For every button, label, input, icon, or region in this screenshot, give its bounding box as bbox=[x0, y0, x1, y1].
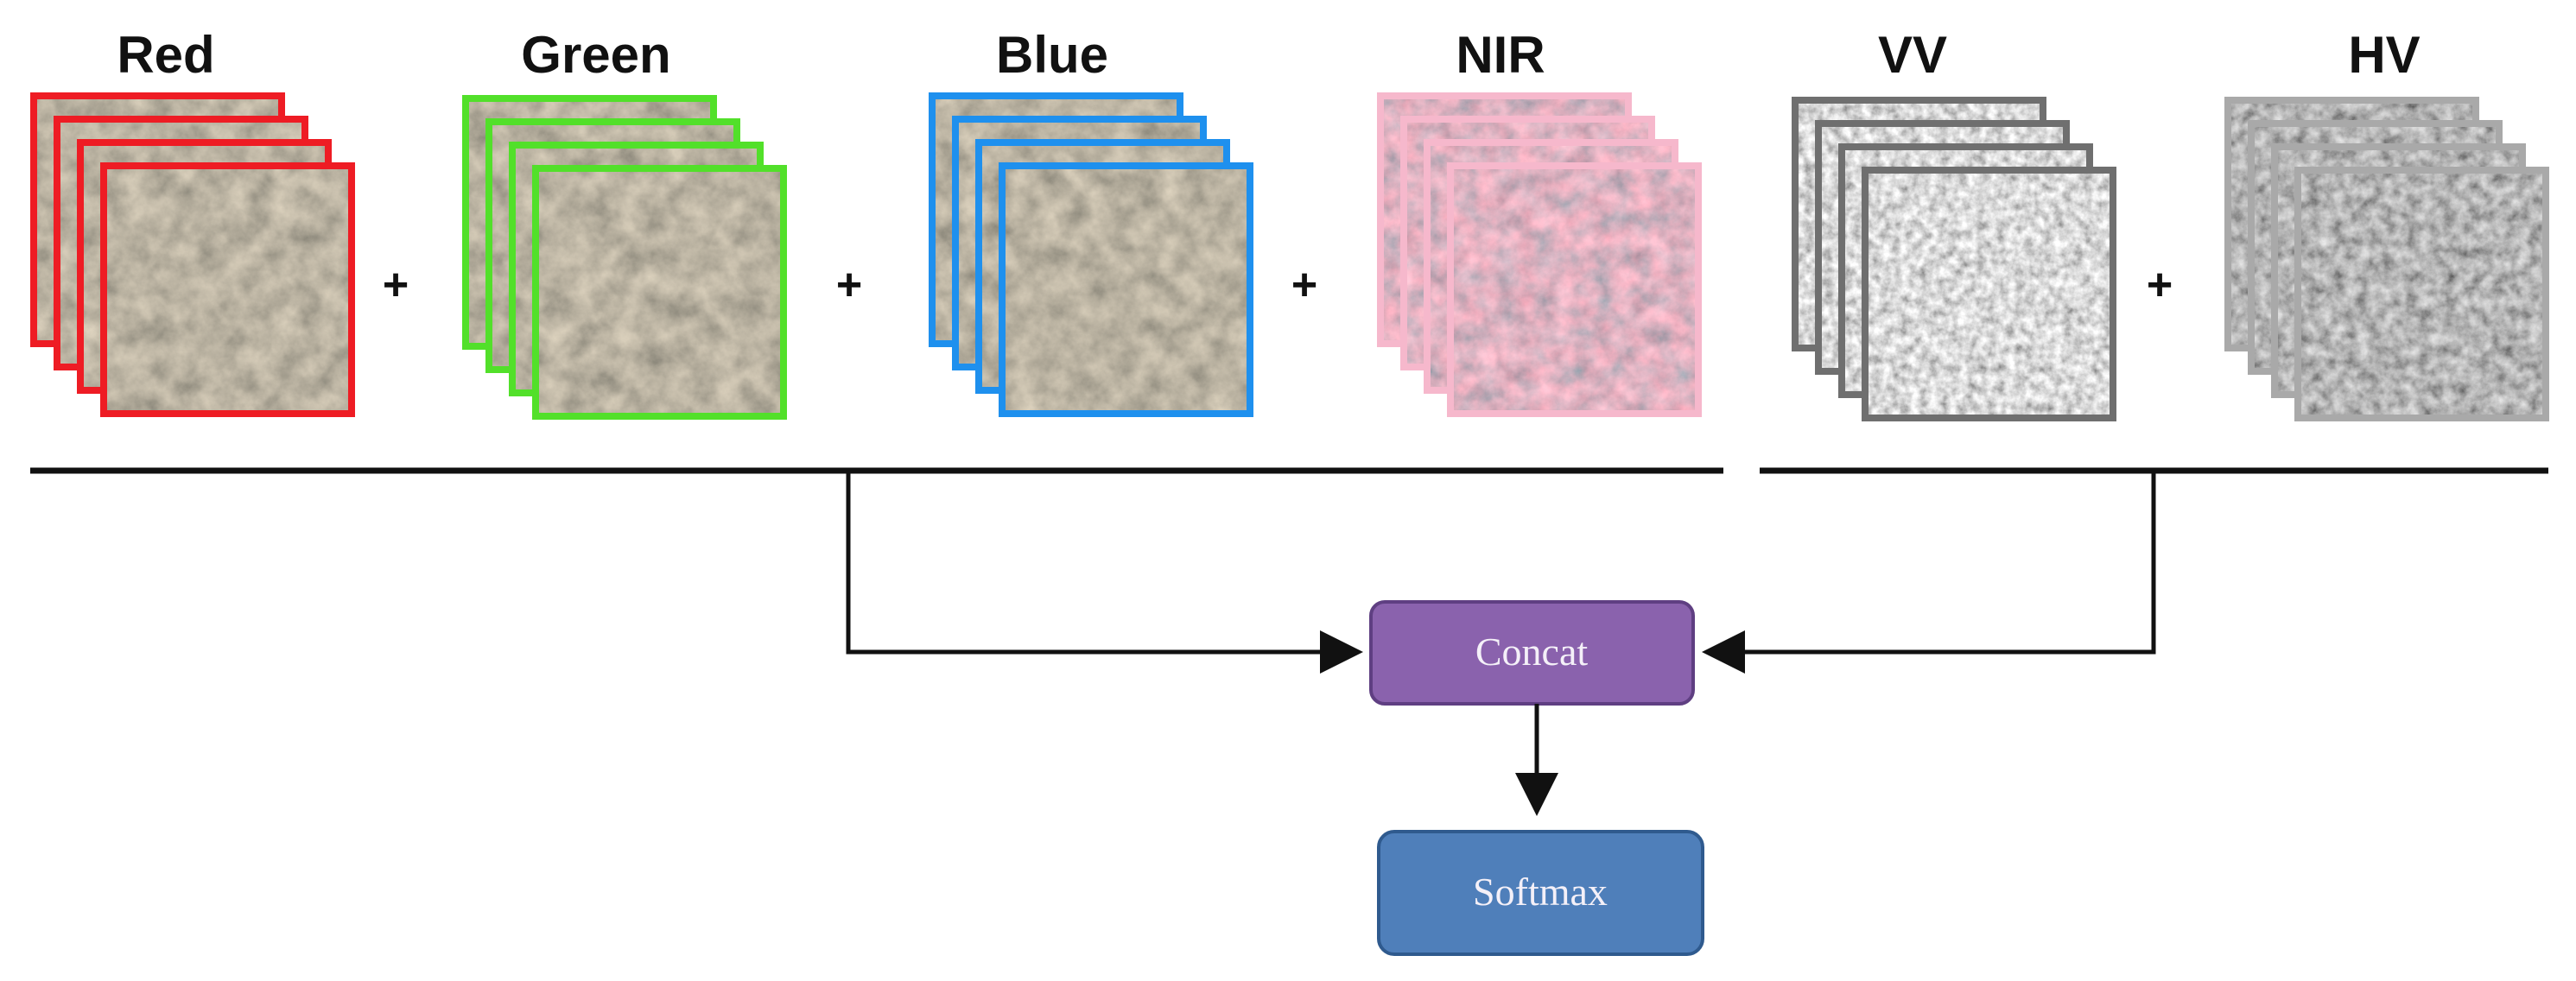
band-label-blue: Blue bbox=[996, 26, 1108, 84]
softmax-label: Softmax bbox=[1473, 870, 1608, 914]
softmax-node: Softmax bbox=[1377, 830, 1704, 956]
plus-sign: + bbox=[836, 260, 862, 310]
band-image-layer bbox=[107, 169, 348, 410]
concat-node: Concat bbox=[1369, 600, 1695, 706]
band-image-layer bbox=[1006, 169, 1247, 410]
band-label-nir: NIR bbox=[1456, 26, 1545, 84]
band-label-vv: VV bbox=[1878, 26, 1947, 84]
band-stack-vv bbox=[1792, 97, 2116, 421]
optical-to-concat-arrow bbox=[846, 471, 1363, 674]
band-stack-nir bbox=[1377, 92, 1702, 417]
sar-to-concat-arrow bbox=[1702, 471, 2156, 674]
band-label-red: Red bbox=[117, 26, 214, 84]
concat-label: Concat bbox=[1475, 630, 1589, 674]
band-stack-red bbox=[30, 92, 355, 417]
plus-sign: + bbox=[383, 260, 409, 310]
band-label-hv: HV bbox=[2348, 26, 2420, 84]
band-stack-blue bbox=[929, 92, 1253, 417]
band-stack-green bbox=[462, 95, 787, 420]
band-image-layer bbox=[1869, 174, 2110, 415]
band-image-layer bbox=[1454, 169, 1695, 410]
plus-sign: + bbox=[1291, 260, 1317, 310]
plus-sign: + bbox=[2147, 260, 2173, 310]
band-label-green: Green bbox=[521, 26, 670, 84]
band-image-layer bbox=[539, 172, 780, 413]
band-image-layer bbox=[2301, 174, 2542, 415]
band-stack-hv bbox=[2224, 97, 2549, 421]
